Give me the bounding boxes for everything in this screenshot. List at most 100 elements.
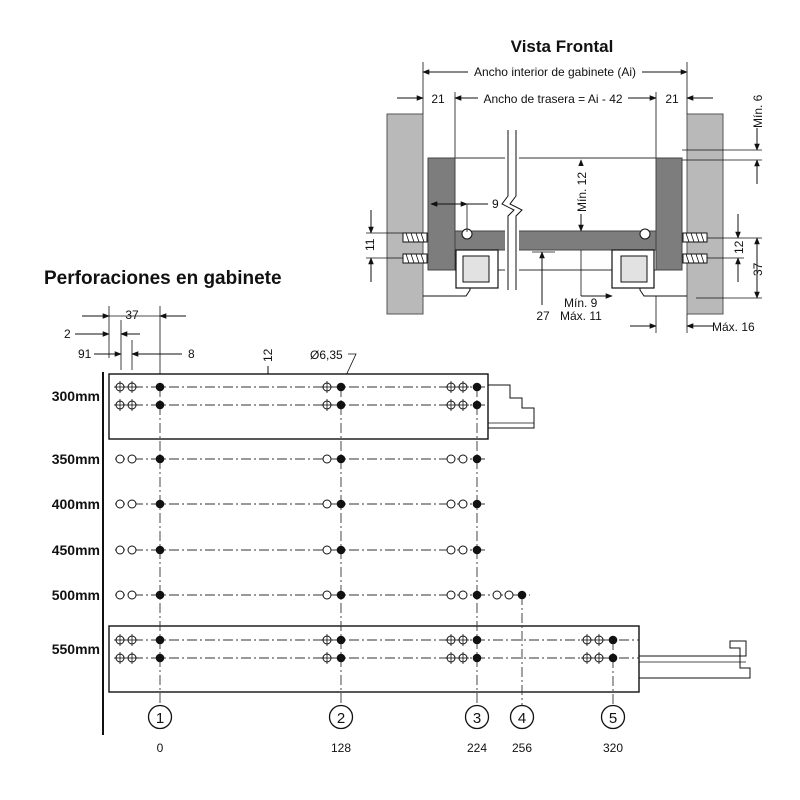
dim-9-label: 9 [492,197,499,211]
optional-hole [115,499,125,509]
drill-hole [336,400,346,410]
drill-hole [336,590,346,600]
drill-hole [472,454,482,464]
position-circle [600,704,626,730]
position-value: 0 [157,741,164,755]
optional-hole [458,545,468,555]
optional-hole [504,590,514,600]
optional-hole [115,590,125,600]
optional-hole [458,499,468,509]
drill-hole [472,499,482,509]
dim-37-label: 37 [125,308,139,322]
hole-diameter-label: Ø6,35 [310,348,343,362]
row-label: 300mm [52,388,100,404]
drill-hole [155,653,165,663]
drill-hole [336,454,346,464]
optional-hole [115,545,125,555]
drill-hole [336,635,346,645]
drill-hole [608,635,618,645]
position-value: 256 [512,741,532,755]
optional-hole [446,454,456,464]
row-labels: 300mm 350mm 400mm 450mm 500mm 550mm [52,388,100,657]
row-label: 550mm [52,641,100,657]
cabinet-width-label: Ancho interior de gabinete (Ai) [474,65,636,79]
drill-hole [472,635,482,645]
optional-hole [458,590,468,600]
optional-hole [446,545,456,555]
front-view-title: Vista Frontal [511,37,614,56]
optional-hole [322,590,332,600]
front-view: Vista Frontal Ancho interior de gabinete… [363,37,765,334]
cabinet-drilling: Perforaciones en gabinete 37 2 91 8 12 Ø… [44,268,751,755]
drill-hole [472,590,482,600]
left-drawer-side [427,157,456,271]
drilling-title: Perforaciones en gabinete [44,268,282,289]
drill-hole [472,545,482,555]
drill-hole [155,499,165,509]
position-value: 128 [331,741,351,755]
drill-hole [472,653,482,663]
optional-hole [322,499,332,509]
drill-hole [155,545,165,555]
max-16-label: Máx. 16 [712,320,755,334]
optional-hole [115,454,125,464]
row-label: 450mm [52,542,100,558]
drill-hole [155,454,165,464]
position-circle [147,704,173,730]
optional-hole [446,590,456,600]
left-screws [402,232,428,264]
runner-300mm [108,373,489,440]
position-number: 1 [156,710,164,727]
drill-hole [336,653,346,663]
optional-hole [322,454,332,464]
dim-12-label: 12 [261,348,275,362]
max-11-label: Máx. 11 [560,309,602,323]
optional-hole [458,454,468,464]
right-screws [682,232,708,264]
position-circle [464,704,490,730]
drill-hole [517,590,527,600]
drill-hole [155,400,165,410]
dim-91-label: 91 [78,347,92,361]
drill-hole [472,400,482,410]
right-cabinet-wall [686,113,724,315]
row-label: 400mm [52,496,100,512]
break-line-right [509,130,523,290]
position-value: 320 [603,741,623,755]
position-number: 3 [473,710,481,727]
drill-hole [336,499,346,509]
optional-hole [322,545,332,555]
hole-rows [114,381,639,664]
break-line-left [501,130,515,290]
dim-8-label: 8 [188,347,195,361]
runner-550mm [108,625,640,693]
position-value: 224 [467,741,487,755]
position-number: 4 [518,710,526,727]
row-label: 500mm [52,587,100,603]
position-number: 5 [609,710,617,727]
min-6-label: Mín. 6 [751,94,765,128]
position-lines [159,387,614,706]
optional-hole [127,499,137,509]
min-9-label: Mín. 9 [564,296,598,310]
dim-11-label: 11 [363,238,377,251]
drill-hole [155,635,165,645]
left-21-label: 21 [431,92,445,106]
optional-hole [127,454,137,464]
position-circle [328,704,354,730]
drill-hole [336,382,346,392]
min-12-label: Mín. 12 [575,172,589,212]
dim-37-right-label: 37 [751,262,765,276]
drill-hole [336,545,346,555]
left-cabinet-wall [386,113,424,315]
back-width-label: Ancho de trasera = Ai - 42 [483,92,622,106]
dim-12-right-label: 12 [732,240,746,254]
dim-27-label: 27 [536,309,550,323]
optional-hole [446,499,456,509]
drill-hole [155,382,165,392]
dim-2-label: 2 [64,327,71,341]
position-circle [509,704,535,730]
row-label: 350mm [52,451,100,467]
optional-hole [127,590,137,600]
